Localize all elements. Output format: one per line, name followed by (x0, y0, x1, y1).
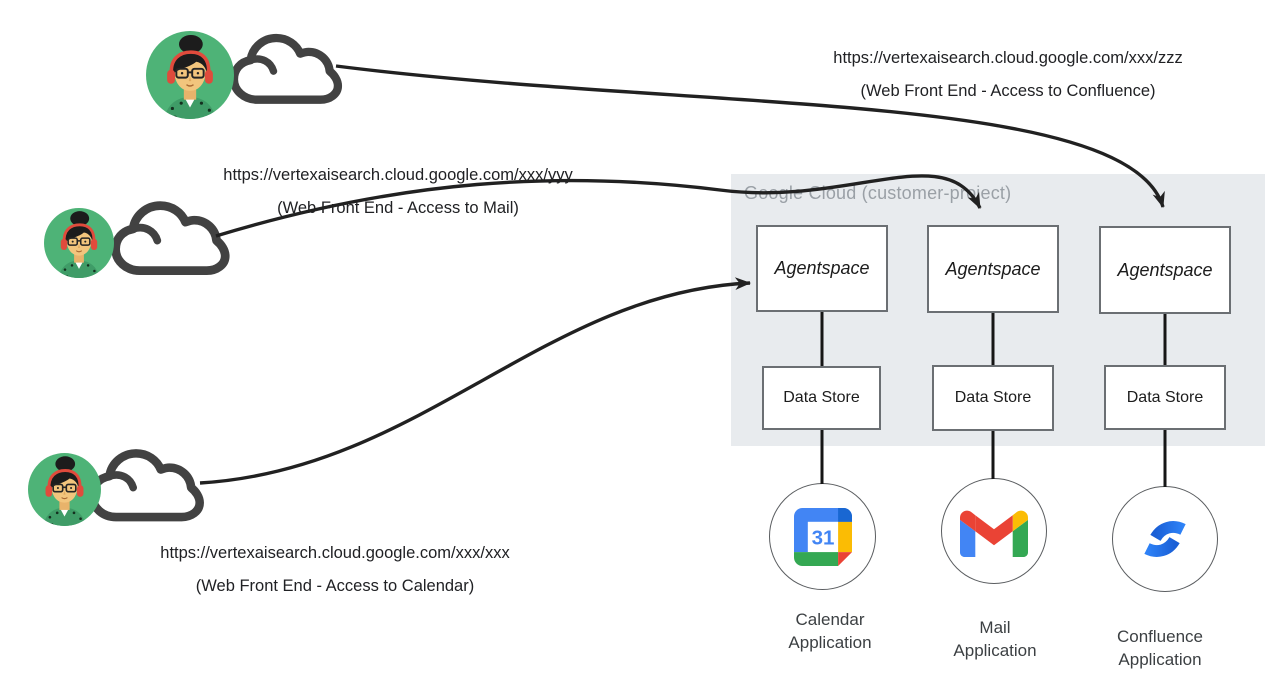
cloud-icon (234, 38, 338, 100)
data-store-box-calendar: Data Store (762, 366, 881, 430)
request-url-mail: https://vertexaisearch.cloud.google.com/… (223, 166, 573, 184)
request-url-confluence: https://vertexaisearch.cloud.google.com/… (833, 49, 1183, 67)
request-url-calendar: https://vertexaisearch.cloud.google.com/… (160, 544, 510, 562)
mail-app-circle (941, 478, 1047, 584)
request-block-calendar: https://vertexaisearch.cloud.google.com/… (105, 537, 565, 603)
gmail-icon (960, 510, 1028, 557)
confluence-app-label: Confluence Application (1116, 627, 1203, 669)
confluence-icon (1144, 521, 1186, 557)
google-cloud-project-label: Google Cloud (customer-project) (744, 183, 1012, 203)
calendar-day-number: 31 (811, 526, 834, 549)
calendar-app-circle: 31 (769, 483, 876, 590)
cloud-icon (92, 453, 199, 517)
user-avatar (28, 453, 101, 529)
agentspace-box-mail: Agentspace (927, 225, 1059, 313)
agentspace-box-calendar: Agentspace (756, 225, 888, 312)
data-store-box-mail: Data Store (932, 365, 1054, 431)
confluence-app-circle (1112, 486, 1218, 592)
request-caption-confluence: (Web Front End - Access to Confluence) (860, 82, 1156, 100)
request-caption-mail: (Web Front End - Access to Mail) (277, 199, 519, 217)
user-avatar (146, 31, 234, 123)
data-store-box-confluence: Data Store (1104, 365, 1226, 430)
arrow-user-to-calendar-agentspace (199, 277, 752, 485)
mail-app-label: Mail Application (953, 618, 1037, 660)
agentspace-box-confluence: Agentspace (1099, 226, 1231, 314)
calendar-app-label: Calendar Application (788, 610, 872, 652)
request-block-mail: https://vertexaisearch.cloud.google.com/… (168, 159, 628, 225)
google-calendar-icon: 31 (793, 507, 852, 566)
request-caption-calendar: (Web Front End - Access to Calendar) (195, 577, 475, 595)
user-avatar (44, 208, 114, 281)
request-block-confluence: https://vertexaisearch.cloud.google.com/… (778, 42, 1238, 108)
